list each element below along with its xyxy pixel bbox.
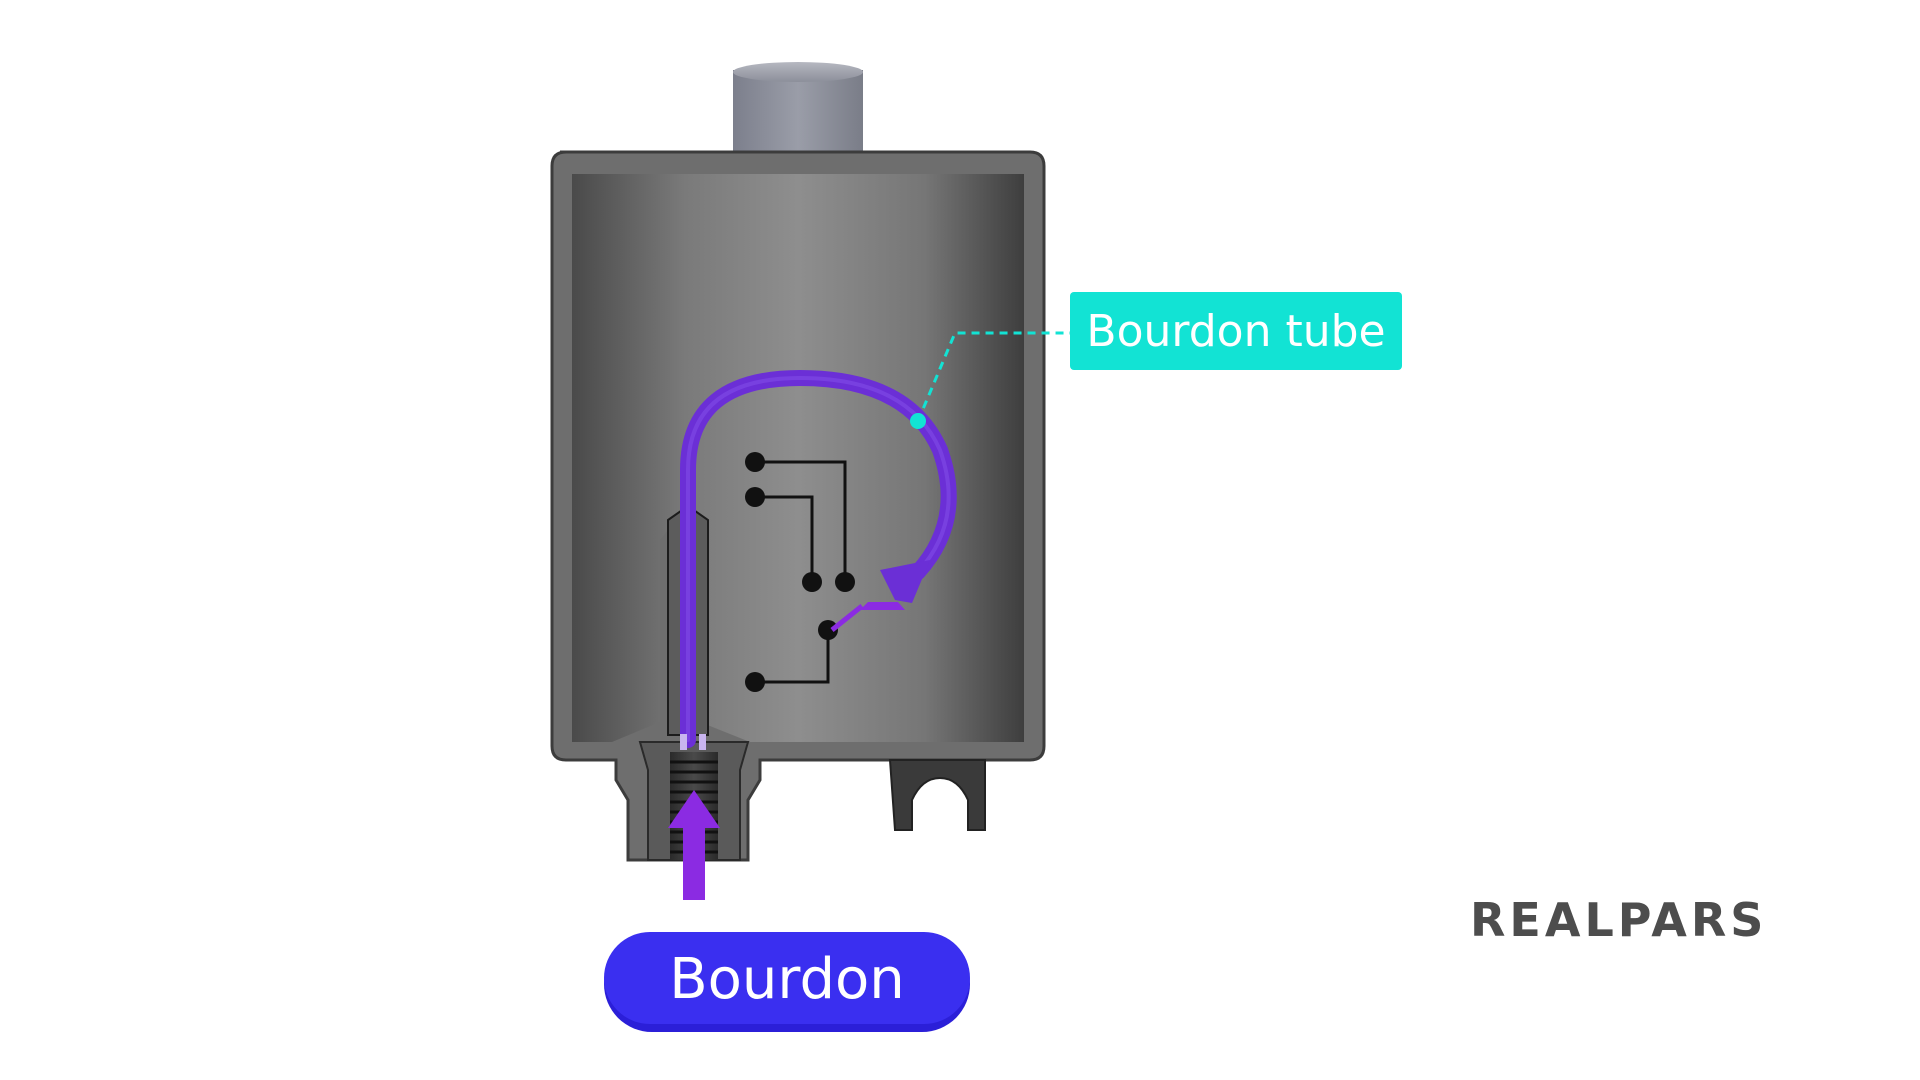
electrical-contacts	[755, 460, 847, 684]
bourdon-tube-callout: Bourdon tube	[910, 292, 1402, 429]
contact-terminals	[745, 452, 855, 692]
top-cap	[733, 62, 863, 155]
switch-housing	[550, 150, 1046, 862]
realpars-logo: REALPARS	[1470, 893, 1767, 947]
bourdon-pill: Bourdon	[604, 932, 970, 1032]
mounting-bracket	[888, 759, 986, 831]
bourdon-tube-label: Bourdon tube	[1086, 306, 1385, 357]
bourdon-tube	[680, 369, 957, 750]
pressure-arrow	[668, 790, 720, 900]
logo-text: REALPARS	[1470, 893, 1767, 947]
bourdon-label: Bourdon	[669, 947, 905, 1012]
